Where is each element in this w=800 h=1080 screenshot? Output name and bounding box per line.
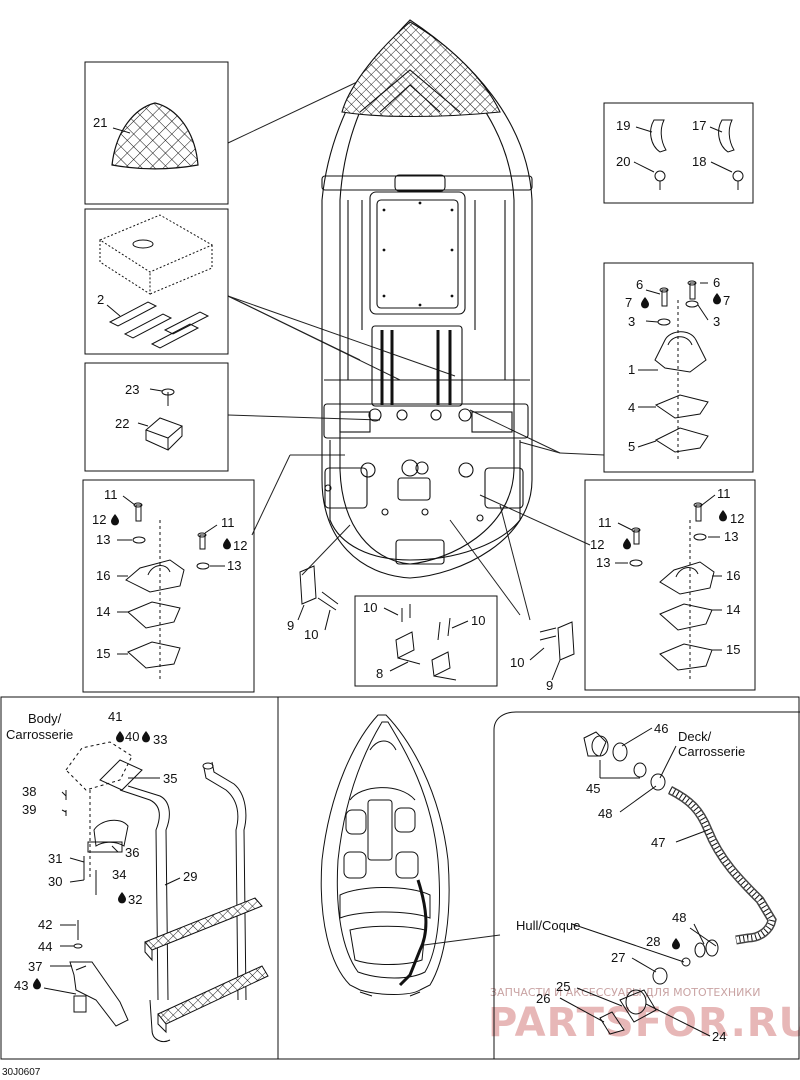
label-21: 21 (93, 115, 107, 130)
label-31: 31 (48, 851, 62, 866)
panel-cable-ties: 19 17 20 18 (603, 102, 754, 204)
callout-body-line2: Carrosserie (6, 727, 73, 742)
label-48-a: 48 (598, 806, 612, 821)
label-4: 4 (628, 400, 635, 415)
label-41: 41 (108, 709, 122, 724)
label-10-d: 10 (510, 655, 524, 670)
label-9-b: 9 (546, 678, 553, 693)
label-12-a: 12 (92, 512, 106, 527)
watermark: ЗАПЧАСТИ И АКСЕССУАРЫ ДЛЯ МОТОТЕХНИКИ PA… (488, 986, 800, 1046)
label-13-c: 13 (724, 529, 738, 544)
label-25: 25 (556, 979, 570, 994)
label-3-right: 3 (713, 314, 720, 329)
label-34: 34 (112, 867, 126, 882)
label-32: 32 (128, 892, 142, 907)
label-13-d: 13 (596, 555, 610, 570)
label-23: 23 (125, 382, 139, 397)
label-45: 45 (586, 781, 600, 796)
label-40: 40 (125, 729, 139, 744)
label-10-b: 10 (363, 600, 377, 615)
label-1: 1 (628, 362, 635, 377)
label-15-a: 15 (96, 646, 110, 661)
panel-boarding-ladder: Body/ Carrosserie 41 (0, 696, 279, 1060)
panel-bow-mat: 21 (84, 61, 229, 205)
bow-mat (341, 21, 501, 118)
label-28: 28 (646, 934, 660, 949)
label-44: 44 (38, 939, 52, 954)
label-10-a: 10 (304, 627, 318, 642)
panel-left-cleat: 11 12 13 11 12 13 16 14 15 (82, 479, 255, 693)
label-6-right: 6 (713, 275, 720, 290)
label-17: 17 (692, 118, 706, 133)
label-19: 19 (616, 118, 630, 133)
watermark-line2: PARTSFOR.RU (488, 1000, 800, 1046)
panel-bumper: 23 22 (84, 362, 229, 472)
panel-right-cleat: 11 12 13 11 12 13 16 14 15 (584, 479, 756, 691)
label-33: 33 (153, 732, 167, 747)
label-16-b: 16 (726, 568, 740, 583)
diagram-reference: 30J0607 (2, 1067, 41, 1078)
label-2: 2 (97, 292, 104, 307)
label-13-a: 13 (96, 532, 110, 547)
bow-mat-part (111, 102, 199, 170)
label-48-b: 48 (672, 910, 686, 925)
callout-deck-line1: Deck/ (678, 729, 712, 744)
callout-body-line1: Body/ (28, 711, 62, 726)
label-14-b: 14 (726, 602, 740, 617)
label-11-c: 11 (717, 486, 731, 501)
callout-hull: Hull/Coque (516, 918, 580, 933)
label-43: 43 (14, 978, 28, 993)
hull-outline (321, 19, 533, 579)
label-10-c: 10 (471, 613, 485, 628)
label-9-a: 9 (287, 618, 294, 633)
label-26: 26 (536, 991, 550, 1006)
panel-brackets: 9 10 10 10 8 10 9 (287, 565, 575, 693)
boat-hull-top-view (321, 19, 533, 579)
label-29: 29 (183, 869, 197, 884)
label-16-a: 16 (96, 568, 110, 583)
label-3-left: 3 (628, 314, 635, 329)
label-18: 18 (692, 154, 706, 169)
label-47: 47 (651, 835, 665, 850)
label-37: 37 (28, 959, 42, 974)
label-7-right: 7 (723, 293, 730, 308)
panel-foam-pads: 2 (84, 208, 229, 355)
label-15-b: 15 (726, 642, 740, 657)
leader-lines (227, 74, 605, 946)
label-35: 35 (163, 771, 177, 786)
label-14-a: 14 (96, 604, 110, 619)
label-7-left: 7 (625, 295, 632, 310)
label-20: 20 (616, 154, 630, 169)
boat-perspective-view (320, 714, 450, 997)
label-13-b: 13 (227, 558, 241, 573)
label-8: 8 (376, 666, 383, 681)
label-42: 42 (38, 917, 52, 932)
label-12-c: 12 (730, 511, 744, 526)
label-11-b: 11 (221, 515, 235, 530)
callout-deck-line2: Carrosserie (678, 744, 745, 759)
label-12-d: 12 (590, 537, 604, 552)
label-11-d: 11 (598, 515, 612, 530)
panel-drain-hose: 46 Deck/ Carrosserie 45 48 47 Hull/Coque… (493, 711, 800, 1059)
panel-cleat: 6 6 7 7 3 3 1 4 5 (603, 262, 754, 473)
label-46: 46 (654, 721, 668, 736)
label-38: 38 (22, 784, 36, 799)
label-12-b: 12 (233, 538, 247, 553)
label-27: 27 (611, 950, 625, 965)
label-36: 36 (125, 845, 139, 860)
label-39: 39 (22, 802, 36, 817)
label-24: 24 (712, 1029, 726, 1044)
watermark-line1: ЗАПЧАСТИ И АКСЕССУАРЫ ДЛЯ МОТОТЕХНИКИ (490, 986, 760, 999)
label-11-a: 11 (104, 487, 118, 502)
label-30: 30 (48, 874, 62, 889)
label-5: 5 (628, 439, 635, 454)
label-22: 22 (115, 416, 129, 431)
label-6-left: 6 (636, 277, 643, 292)
